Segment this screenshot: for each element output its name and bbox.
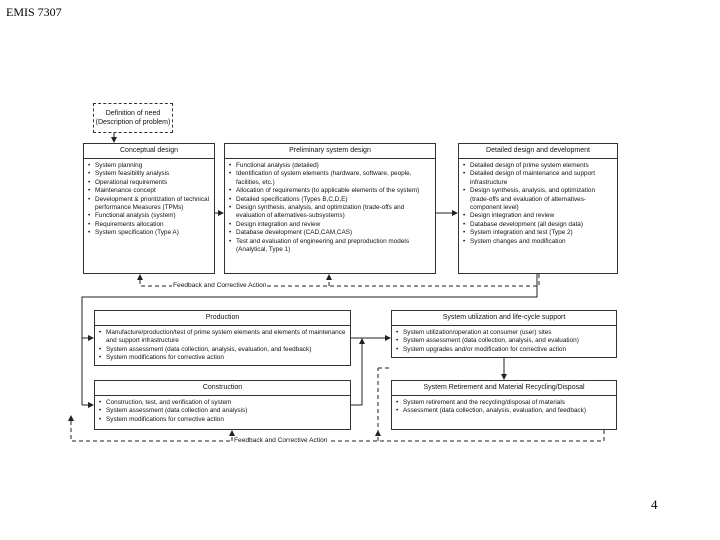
utilization-support-box: System utilization and life-cycle suppor… [391, 310, 617, 358]
detailed-design-box: Detailed design and development Detailed… [458, 143, 618, 274]
list-item: Functional analysis (system) [88, 212, 210, 221]
preliminary-design-box: Preliminary system design Functional ana… [224, 143, 436, 274]
list-item: Operational requirements [88, 179, 210, 188]
list-item: Allocation of requirements (to applicabl… [229, 187, 431, 196]
list-item: System retirement and the recycling/disp… [396, 399, 612, 408]
list-item: Detailed design of prime system elements [463, 162, 613, 171]
list-item: Maintenance concept [88, 187, 210, 196]
box-title: Construction [95, 381, 350, 396]
list-item: Test and evaluation of engineering and p… [229, 238, 431, 255]
box-title: System utilization and life-cycle suppor… [392, 311, 616, 326]
list-item: Design integration and review [463, 212, 613, 221]
bullet-list: Detailed design of prime system elements… [459, 159, 617, 246]
list-item: System assessment (data collection and a… [99, 407, 346, 416]
list-item: System modifications for corrective acti… [99, 354, 346, 363]
list-item: System modifications for corrective acti… [99, 416, 346, 425]
list-item: System feasibility analysis [88, 170, 210, 179]
bullet-list: System retirement and the recycling/disp… [392, 396, 616, 416]
list-item: System assessment (data collection, anal… [396, 337, 612, 346]
bullet-list: Functional analysis (detailed)Identifica… [225, 159, 435, 254]
list-item: Design synthesis, analysis, and optimiza… [229, 204, 431, 221]
retirement-disposal-box: System Retirement and Material Recycling… [391, 380, 617, 430]
bullet-list: System planningSystem feasibility analys… [84, 159, 214, 238]
list-item: Design synthesis, analysis, and optimiza… [463, 187, 613, 212]
list-item: Detailed design of maintenance and suppo… [463, 170, 613, 187]
conceptual-design-box: Conceptual design System planningSystem … [83, 143, 215, 274]
arrow-detailed-to-production [81, 274, 538, 341]
list-item: System upgrades and/or modification for … [396, 346, 612, 355]
list-item: Construction, test, and verification of … [99, 399, 346, 408]
arrow-construction-to-utilization [351, 338, 365, 406]
list-item: Database development (all design data) [463, 221, 613, 230]
list-item: Functional analysis (detailed) [229, 162, 431, 171]
definition-of-need-box: Definition of need (Description of probl… [93, 103, 173, 133]
box-title: Detailed design and development [459, 144, 617, 159]
bottom-feedback-loop [68, 415, 605, 442]
construction-box: Construction Construction, test, and ver… [94, 380, 351, 430]
list-item: Detailed specifications (Types B,C,D,E) [229, 196, 431, 205]
page-number: 4 [651, 497, 658, 512]
course-code: EMIS 7307 [6, 5, 62, 19]
list-item: Manufacture/production/test of prime sys… [99, 329, 346, 346]
need-line-2: (Description of problem) [95, 119, 171, 126]
feedback-label-bottom: Feedback and Corrective Action [233, 437, 329, 445]
list-item: System planning [88, 162, 210, 171]
box-title: Preliminary system design [225, 144, 435, 159]
production-box: Production Manufacture/production/test o… [94, 310, 351, 366]
box-title: System Retirement and Material Recycling… [392, 381, 616, 396]
list-item: Development & prioritization of technica… [88, 196, 210, 213]
list-item: Assessment (data collection, analysis, e… [396, 407, 612, 416]
list-item: System assessment (data collection, anal… [99, 346, 346, 355]
list-item: System specification (Type A) [88, 229, 210, 238]
feedback-label-top: Feedback and Corrective Action [172, 282, 268, 290]
list-item: System utilization/operation at consumer… [396, 329, 612, 338]
box-title: Production [95, 311, 350, 326]
list-item: Database development (CAD,CAM,CAS) [229, 229, 431, 238]
bullet-list: System utilization/operation at consumer… [392, 326, 616, 355]
list-item: System integration and test (Type 2) [463, 229, 613, 238]
list-item: System changes and modification [463, 238, 613, 247]
bullet-list: Construction, test, and verification of … [95, 396, 350, 425]
top-feedback-loop [137, 274, 540, 287]
list-item: Design integration and review [229, 221, 431, 230]
list-item: Identification of system elements (hardw… [229, 170, 431, 187]
box-title: Conceptual design [84, 144, 214, 159]
list-item: Requirements allocation [88, 221, 210, 230]
bullet-list: Manufacture/production/test of prime sys… [95, 326, 350, 363]
need-line-1: Definition of need [105, 110, 161, 117]
